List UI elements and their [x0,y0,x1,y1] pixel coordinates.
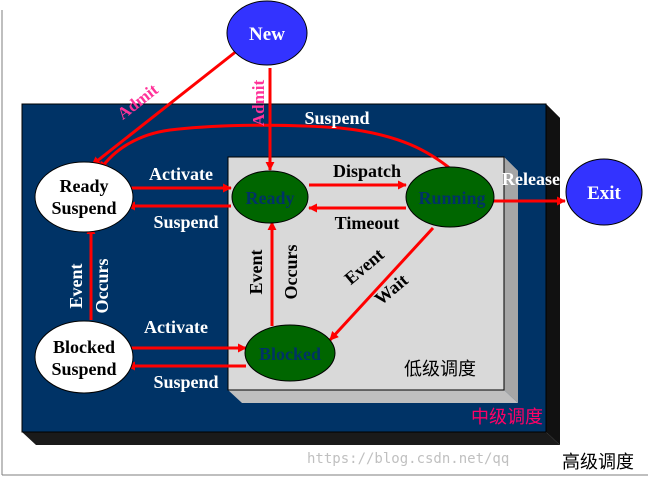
state-exit: Exit [565,158,643,226]
state-ready-suspend-ellipse [34,161,134,233]
arrow-admit-new-to-ready-suspend [91,48,239,167]
label-event-occurs-suspend-line1: Event [66,263,86,308]
state-ready-label: Ready [246,188,295,208]
label-admit-to-ready: Admit [249,80,268,127]
inner-box-side-face [504,157,518,403]
label-suspend-blocked: Suspend [153,372,218,392]
label-event-occurs-suspend-line2: Occurs [92,259,112,314]
state-ready-ellipse [231,170,309,224]
label-timeout: Timeout [335,213,400,233]
label-activate-blocked: Activate [144,317,208,337]
arrow-suspend-running-to-ready-suspend [98,123,453,172]
label-suspend-running-to-ready-suspend: Suspend [304,108,369,128]
state-blocked: Blocked [244,324,336,382]
state-blocked-ellipse [244,324,336,382]
label-high-level-scheduling: 高级调度 [562,452,634,473]
label-event-occurs-blocked-line1: Event [246,249,266,294]
state-ready-suspend: Ready Suspend [34,161,134,233]
inner-box-bottom-face [228,390,518,403]
state-blocked-suspend-label-line1: Blocked [53,337,115,357]
state-running: Running [405,166,495,228]
state-running-ellipse [405,166,495,228]
state-ready: Ready [231,170,309,224]
transition-arrows [86,48,566,371]
state-new-circle [226,0,308,66]
state-new: New [226,0,308,66]
label-mid-level-scheduling: 中级调度 [471,407,543,428]
state-exit-circle [565,158,643,226]
label-suspend-ready: Suspend [153,212,218,232]
label-dispatch: Dispatch [333,161,401,181]
state-blocked-suspend-label-line2: Suspend [51,359,116,379]
state-blocked-suspend: Blocked Suspend [34,320,134,394]
state-ready-suspend-label-line1: Ready [60,176,109,196]
state-ready-suspend-label-line2: Suspend [51,198,116,218]
label-activate-ready: Activate [149,164,213,184]
state-exit-label: Exit [587,183,621,204]
state-blocked-label: Blocked [259,344,321,364]
arrow-event-wait [328,226,435,342]
state-running-label: Running [418,188,485,208]
label-release: Release [502,169,560,189]
outer-box-bottom-face [22,432,560,445]
label-event-occurs-blocked-line2: Occurs [281,245,301,300]
state-blocked-suspend-ellipse [34,320,134,394]
label-low-level-scheduling: 低级调度 [404,359,476,380]
state-new-label: New [249,24,285,45]
watermark: https://blog.csdn.net/qq [307,451,509,467]
outer-box-side-face [546,104,560,445]
